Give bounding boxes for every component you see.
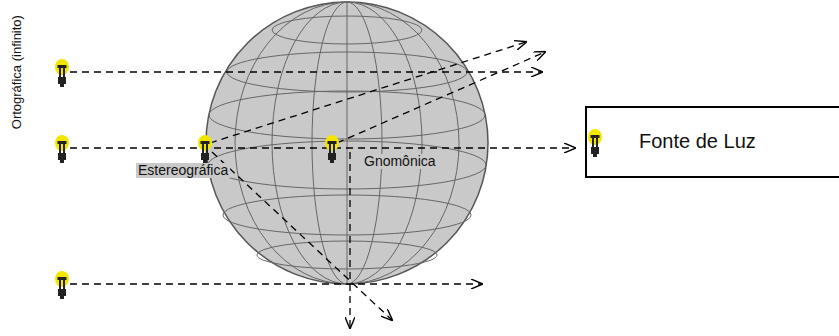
light-source-symbols (55, 59, 339, 299)
globe (206, 2, 488, 284)
projection-label: Gnomônica (362, 154, 438, 169)
legend-text: Fonte de Luz (639, 130, 756, 152)
projection-rays (70, 42, 575, 328)
legend-box: Fonte de Luz (585, 106, 839, 178)
legend-bulb-symbol (585, 126, 605, 160)
projection-label: Estereográfica (136, 163, 230, 178)
vertical-label: Ortográfica (infinito) (10, 15, 24, 129)
